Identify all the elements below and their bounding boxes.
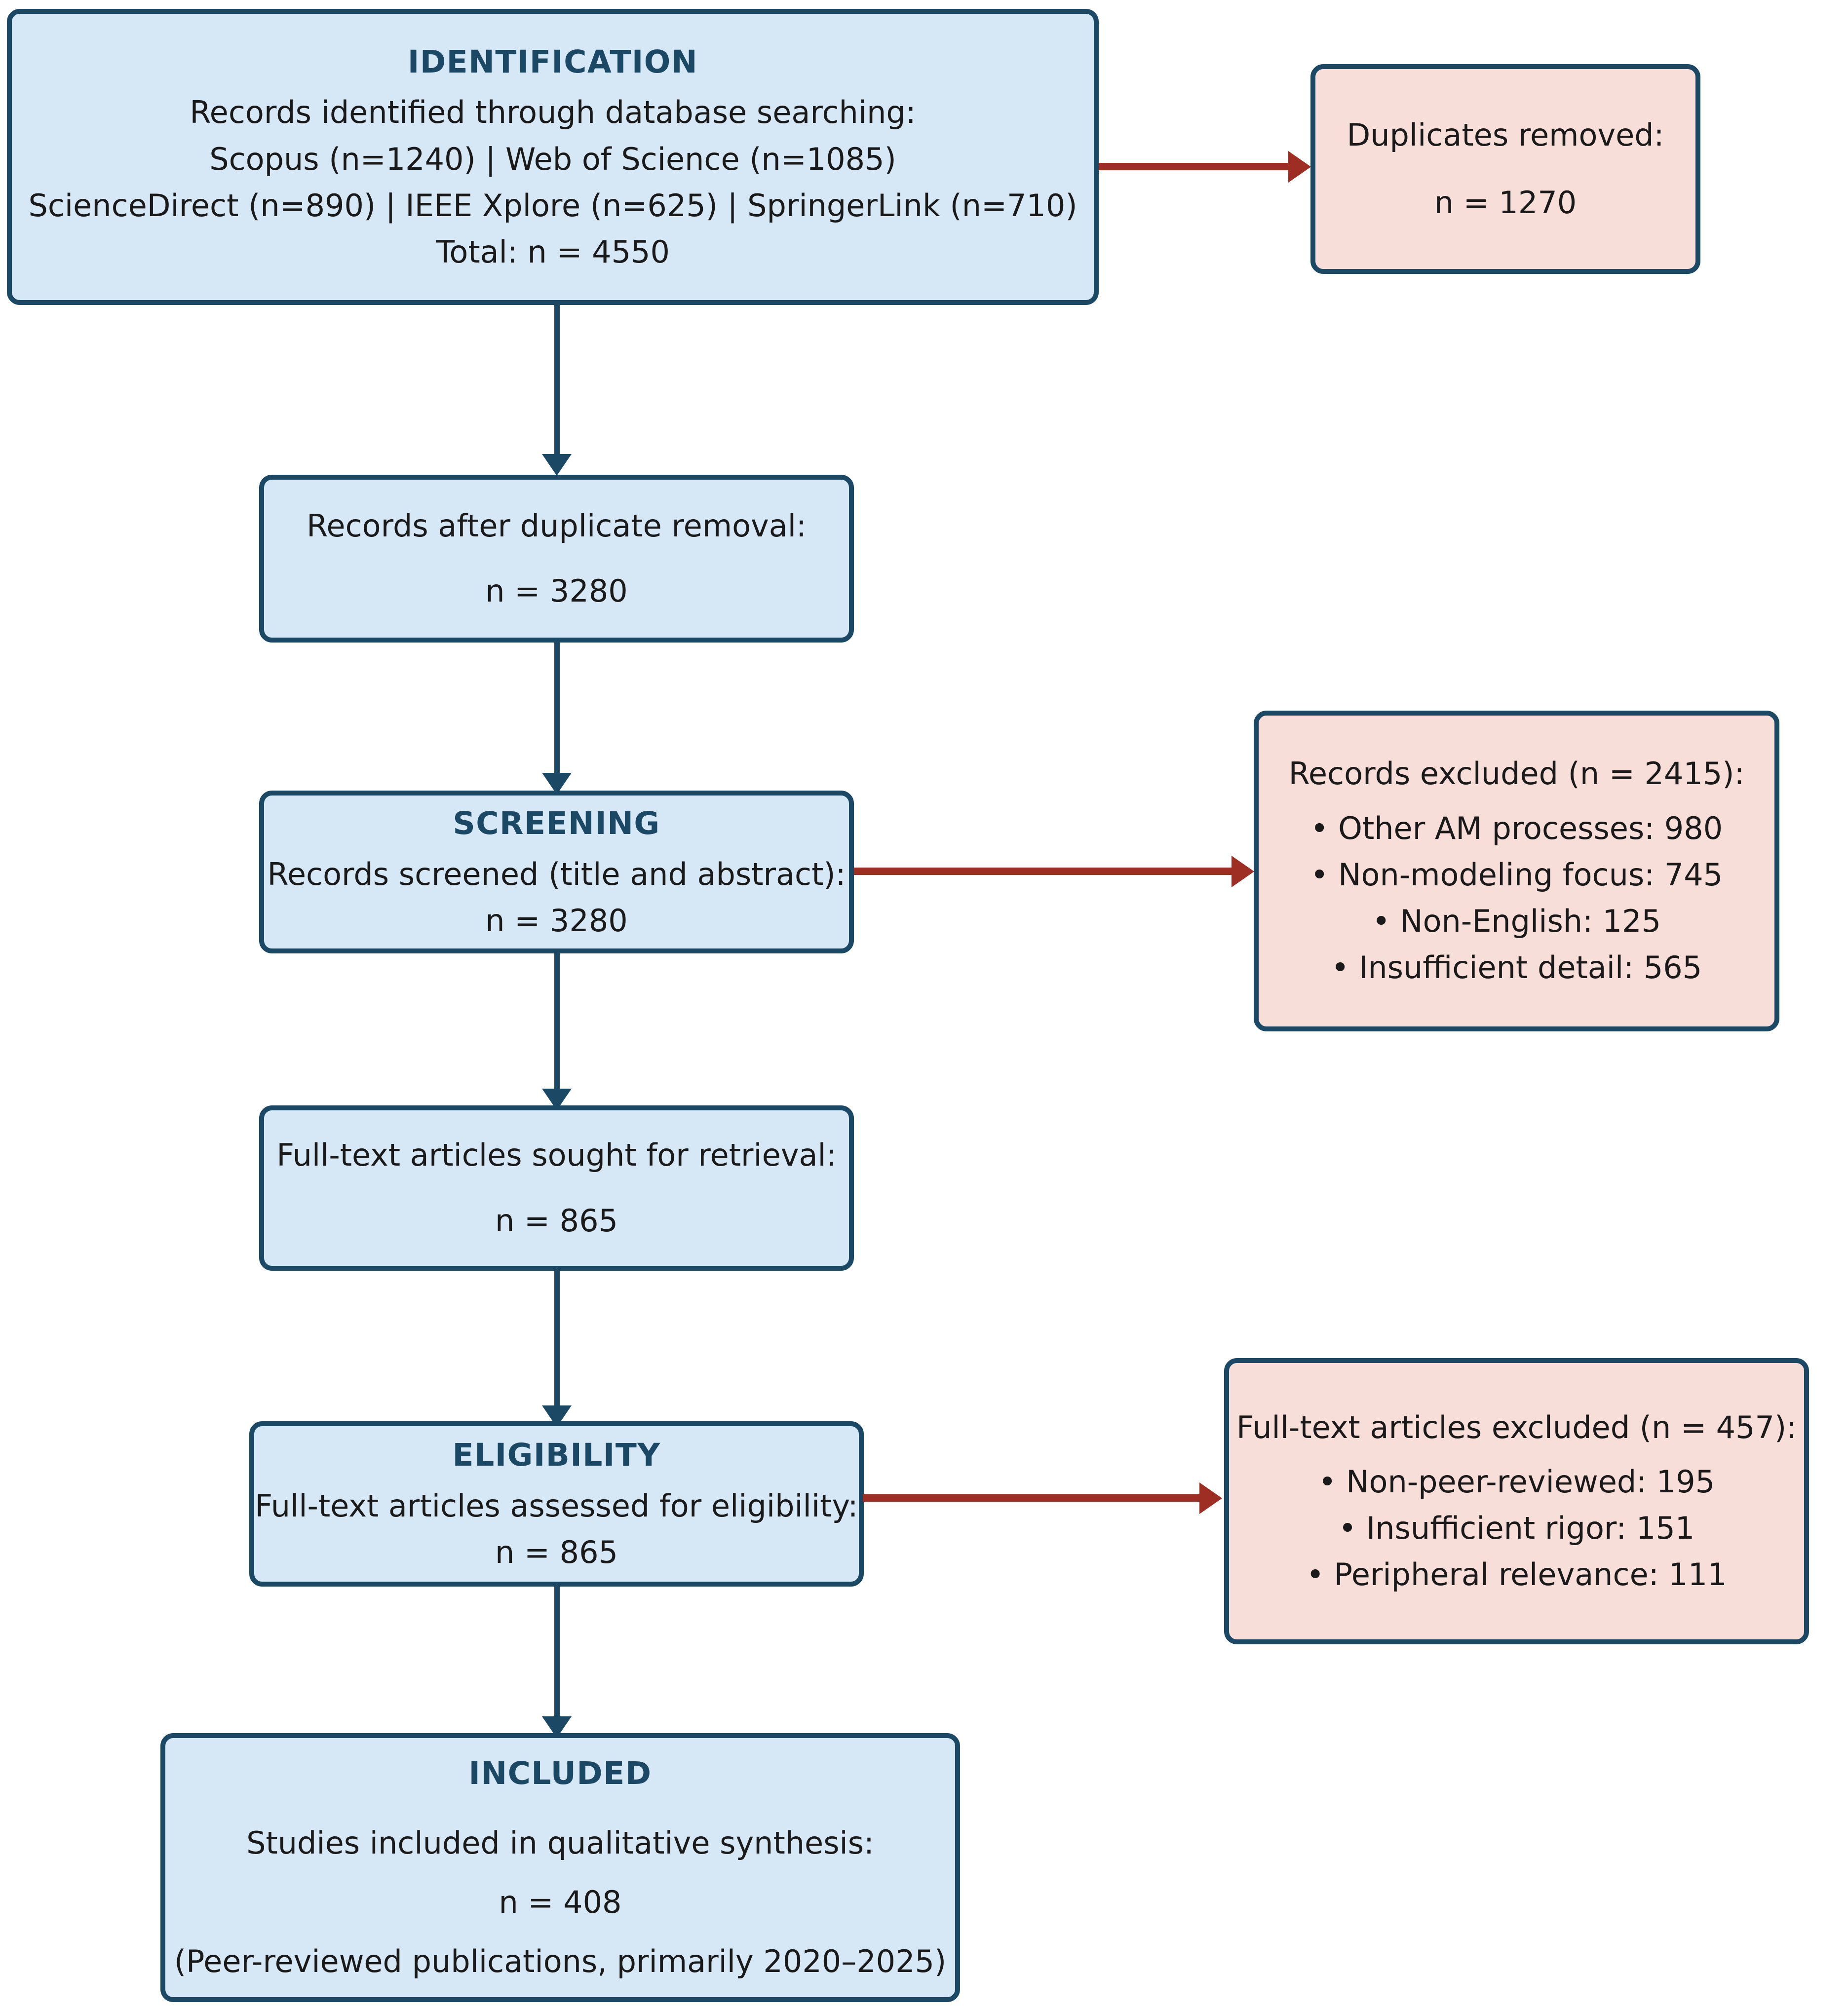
fulltext-excluded-list: Full-text articles excluded (n = 457): •… (1236, 1404, 1797, 1598)
fulltext-excluded-node[interactable]: Full-text articles excluded (n = 457): •… (1224, 1358, 1809, 1644)
eligibility-stage-label: ELIGIBILITY (452, 1437, 661, 1474)
included-stage-label: INCLUDED (468, 1755, 652, 1792)
eligibility-line-1: Full-text articles assessed for eligibil… (255, 1488, 858, 1524)
identification-line-1: Records identified through database sear… (190, 94, 916, 131)
screening-line-1: Records screened (title and abstract): (267, 856, 846, 892)
arrow-identification-to-after-duplicates-head (542, 454, 572, 476)
arrow-eligibility-to-included (554, 1584, 560, 1732)
included-line-3: (Peer-reviewed publications, primarily 2… (174, 1943, 947, 1980)
records-excluded-header: Records excluded (n = 2415): (1288, 756, 1745, 792)
records-excluded-reason-1: • Other AM processes: 980 (1310, 810, 1723, 846)
after-duplicates-line-1: Records after duplicate removal: (307, 507, 807, 544)
fulltext-excluded-reason-3: • Peripheral relevance: 111 (1306, 1556, 1727, 1593)
records-excluded-reason-2: • Non-modeling focus: 745 (1310, 856, 1723, 893)
eligibility-node[interactable]: ELIGIBILITY Full-text articles assessed … (249, 1421, 864, 1587)
arrow-identification-to-duplicates (1099, 163, 1291, 170)
identification-stage-label: IDENTIFICATION (407, 43, 698, 80)
records-excluded-reason-4: • Insufficient detail: 565 (1331, 949, 1702, 986)
included-line-2: n = 408 (499, 1884, 622, 1921)
arrow-eligibility-to-fulltext-excluded (863, 1494, 1211, 1502)
arrow-screening-to-records-excluded-head (1232, 856, 1254, 887)
arrow-identification-to-duplicates-head (1288, 151, 1311, 183)
arrow-sought-retrieval-to-eligibility (554, 1268, 560, 1421)
arrow-screening-to-sought-retrieval (554, 950, 560, 1103)
arrow-after-duplicates-to-screening (554, 640, 560, 788)
records-excluded-reason-3: • Non-English: 125 (1372, 903, 1661, 940)
sought-retrieval-node[interactable]: Full-text articles sought for retrieval:… (259, 1105, 854, 1271)
identification-line-2: Scopus (n=1240) | Web of Science (n=1085… (209, 141, 896, 177)
included-line-1: Studies included in qualitative synthesi… (246, 1825, 874, 1861)
duplicates-removed-line-1: Duplicates removed: (1347, 117, 1664, 153)
eligibility-line-2: n = 865 (495, 1534, 618, 1571)
after-duplicates-line-2: n = 3280 (485, 573, 628, 609)
duplicates-removed-line-2: n = 1270 (1434, 184, 1577, 221)
fulltext-excluded-reason-1: • Non-peer-reviewed: 195 (1318, 1463, 1715, 1500)
fulltext-excluded-header: Full-text articles excluded (n = 457): (1236, 1409, 1797, 1445)
included-node[interactable]: INCLUDED Studies included in qualitative… (160, 1733, 960, 2002)
arrow-screening-to-records-excluded (854, 868, 1244, 875)
duplicates-removed-node[interactable]: Duplicates removed: n = 1270 (1310, 64, 1700, 274)
records-excluded-list: Records excluded (n = 2415): • Other AM … (1270, 751, 1764, 991)
sought-retrieval-line-1: Full-text articles sought for retrieval: (276, 1137, 837, 1174)
sought-retrieval-line-2: n = 865 (495, 1202, 618, 1239)
arrow-identification-to-after-duplicates (554, 301, 560, 469)
fulltext-excluded-reason-2: • Insufficient rigor: 151 (1338, 1510, 1695, 1546)
screening-line-2: n = 3280 (485, 902, 628, 939)
arrow-eligibility-to-fulltext-excluded-head (1199, 1482, 1222, 1514)
identification-line-3: ScienceDirect (n=890) | IEEE Xplore (n=6… (28, 187, 1078, 224)
identification-node[interactable]: IDENTIFICATION Records identified throug… (7, 9, 1099, 305)
after-duplicates-node[interactable]: Records after duplicate removal: n = 328… (259, 475, 854, 643)
records-excluded-node[interactable]: Records excluded (n = 2415): • Other AM … (1254, 711, 1779, 1031)
identification-line-4: Total: n = 4550 (436, 234, 670, 270)
screening-stage-label: SCREENING (453, 805, 660, 841)
screening-node[interactable]: SCREENING Records screened (title and ab… (259, 791, 854, 953)
